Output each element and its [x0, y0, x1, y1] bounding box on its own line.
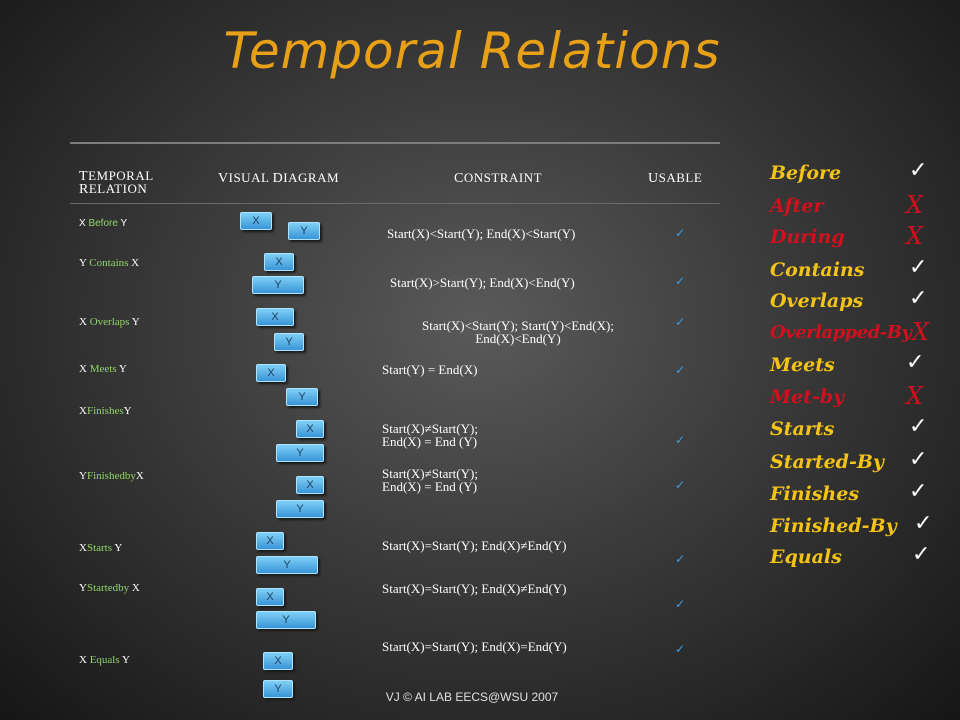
diagram-finishes-x-box: X [296, 420, 324, 438]
legend-starts-label: Starts [770, 418, 835, 440]
legend-equals-label: Equals [770, 546, 842, 568]
diagram-equals-y-box: Y [263, 680, 293, 698]
legend-overlapped-by-label: Overlapped-By [770, 322, 912, 343]
relation-starts: XStarts Y [79, 542, 123, 554]
constraint-startedby: Start(X)=Start(Y); End(X)≠End(Y) [382, 581, 567, 596]
usable-check-meets: ✓ [675, 363, 686, 377]
diagram-starts-y-box: Y [256, 556, 318, 574]
legend-meets-check: ✓ [906, 350, 925, 375]
relation-before: X Before Y [79, 218, 128, 229]
legend-met-by-label: Met-by [770, 386, 845, 408]
header-constraint: CONSTRAINT [454, 170, 543, 186]
legend-overlaps-label: Overlaps [770, 290, 864, 312]
usable-check-finishes: ✓ [675, 433, 686, 447]
relation-startedby: YStartedby X [79, 582, 140, 594]
legend-finishes-check: ✓ [909, 479, 928, 504]
legend-meets-label: Meets [770, 354, 835, 376]
relation-meets: X Meets Y [79, 363, 127, 375]
constraint-starts: Start(X)=Start(Y); End(X)≠End(Y) [382, 538, 567, 553]
table-header-rule [70, 203, 720, 204]
constraint-overlaps: Start(X)<Start(Y); Start(Y)<End(X);End(X… [422, 318, 614, 346]
usable-check-starts: ✓ [675, 552, 686, 566]
legend-during-label: During [770, 226, 845, 248]
diagram-startedby-y-box: Y [256, 611, 316, 629]
diagram-overlaps-x-box: X [256, 308, 294, 326]
diagram-contains-y-box: Y [252, 276, 304, 294]
usable-check-before: ✓ [675, 226, 686, 240]
legend-finished-by-check: ✓ [914, 511, 933, 536]
relation-overlaps: X Overlaps Y [79, 316, 140, 328]
diagram-before-x-box: X [240, 212, 272, 230]
relation-contains: Y Contains X [79, 257, 140, 269]
legend-after-x: X [906, 191, 924, 219]
diagram-before-y-box: Y [288, 222, 320, 240]
usable-check-contains: ✓ [675, 274, 686, 288]
usable-check-finishedby: ✓ [675, 478, 686, 492]
usable-check-startedby: ✓ [675, 597, 686, 611]
legend-met-by-x: X [906, 382, 924, 410]
legend-starts-check: ✓ [909, 414, 928, 439]
legend-before-check: ✓ [909, 158, 928, 183]
diagram-finishedby-x-box: X [296, 476, 324, 494]
header-temporal-relation: TEMPORAL RELATION [79, 168, 154, 197]
legend-contains-check: ✓ [909, 255, 928, 280]
legend-before-label: Before [770, 162, 842, 184]
diagram-contains-x-box: X [264, 253, 294, 271]
legend-started-by-label: Started-By [770, 451, 884, 473]
legend-during-x: X [906, 222, 924, 250]
legend-started-by-check: ✓ [909, 447, 928, 472]
table-top-rule [70, 142, 720, 144]
diagram-finishes-y-box: Y [276, 444, 324, 462]
constraint-finishedby: Start(X)≠Start(Y);End(X) = End (Y) [382, 466, 478, 494]
relation-finishes: XFinishesY [79, 405, 132, 417]
legend-overlapped-by-x: X [912, 318, 930, 346]
constraint-finishes: Start(X)≠Start(Y);End(X) = End (Y) [382, 421, 478, 449]
legend-after-label: After [770, 195, 824, 217]
diagram-meets-x-box: X [256, 364, 286, 382]
legend-equals-check: ✓ [912, 542, 931, 567]
header-visual-diagram: VISUAL DIAGRAM [218, 170, 340, 186]
legend-finishes-label: Finishes [770, 483, 860, 505]
diagram-meets-y-box: Y [286, 388, 318, 406]
legend-overlaps-check: ✓ [909, 286, 928, 311]
usable-check-equals: ✓ [675, 642, 686, 656]
header-usable: USABLE [648, 170, 703, 186]
diagram-equals-x-box: X [263, 652, 293, 670]
relation-equals: X Equals Y [79, 654, 130, 666]
diagram-finishedby-y-box: Y [276, 500, 324, 518]
diagram-startedby-x-box: X [256, 588, 284, 606]
constraint-equals: Start(X)=Start(Y); End(X)=End(Y) [382, 639, 567, 654]
diagram-starts-x-box: X [256, 532, 284, 550]
constraint-contains: Start(X)>Start(Y); End(X)<End(Y) [390, 275, 575, 290]
constraint-before: Start(X)<Start(Y); End(X)<Start(Y) [387, 226, 576, 241]
legend-contains-label: Contains [770, 259, 865, 281]
legend-finished-by-label: Finished-By [770, 515, 897, 537]
slide-footer: VJ © AI LAB EECS@WSU 2007 [385, 690, 559, 704]
diagram-overlaps-y-box: Y [274, 333, 304, 351]
slide-title: Temporal Relations [223, 22, 721, 80]
constraint-meets: Start(Y) = End(X) [382, 362, 478, 377]
usable-check-overlaps: ✓ [675, 315, 686, 329]
relation-finishedby: YFinishedbyX [79, 470, 144, 482]
